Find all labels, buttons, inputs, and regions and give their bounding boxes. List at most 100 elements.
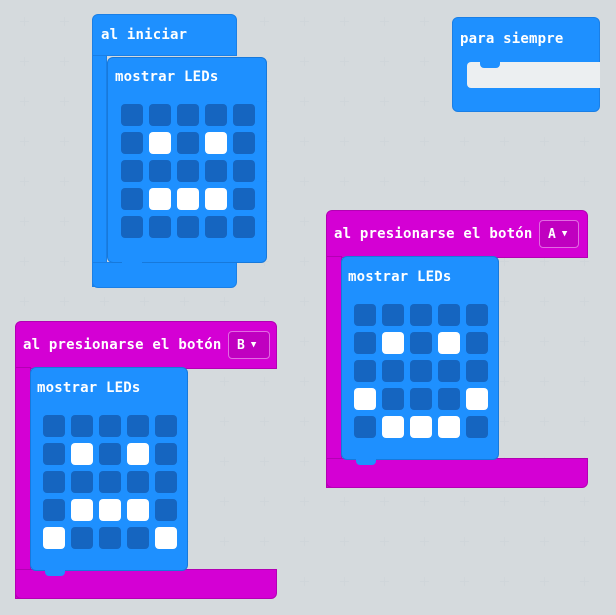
grid-cross [180,297,189,306]
led-cell[interactable] [410,332,432,354]
grid-cross [260,497,269,506]
on-start-hat[interactable] [92,14,237,56]
grid-cross [500,177,509,186]
led-cell[interactable] [43,415,65,437]
led-cell[interactable] [155,415,177,437]
led-cell[interactable] [354,304,376,326]
led-cell[interactable] [410,304,432,326]
show-leds-label: mostrar LEDs [348,269,452,285]
led-cell[interactable] [121,188,143,210]
led-cell[interactable] [466,416,488,438]
led-cell[interactable] [354,360,376,382]
led-cell[interactable] [149,216,171,238]
led-cell[interactable] [121,160,143,182]
led-cell[interactable] [177,216,199,238]
led-cell[interactable] [71,443,93,465]
led-cell[interactable] [127,415,149,437]
led-cell[interactable] [177,104,199,126]
led-cell[interactable] [127,471,149,493]
led-cell[interactable] [43,527,65,549]
led-cell[interactable] [354,416,376,438]
led-cell[interactable] [99,527,121,549]
led-cell[interactable] [71,471,93,493]
led-cell[interactable] [149,160,171,182]
led-cell[interactable] [43,471,65,493]
grid-cross [340,17,349,26]
led-cell[interactable] [121,132,143,154]
led-cell[interactable] [205,132,227,154]
led-cell[interactable] [410,388,432,410]
led-cell[interactable] [205,160,227,182]
led-cell[interactable] [155,471,177,493]
led-cell[interactable] [155,499,177,521]
led-cell[interactable] [438,304,460,326]
led-cell[interactable] [177,160,199,182]
led-cell[interactable] [99,499,121,521]
led-cell[interactable] [382,360,404,382]
led-cell[interactable] [382,304,404,326]
led-cell[interactable] [233,160,255,182]
led-cell[interactable] [382,332,404,354]
led-cell[interactable] [99,415,121,437]
grid-cross [20,217,29,226]
grid-cross [300,257,309,266]
led-cell[interactable] [177,132,199,154]
led-cell[interactable] [177,188,199,210]
led-grid-b[interactable] [43,415,177,549]
led-cell[interactable] [233,216,255,238]
grid-cross [340,177,349,186]
grid-cross [420,57,429,66]
led-cell[interactable] [466,332,488,354]
led-cell[interactable] [382,388,404,410]
led-cell[interactable] [149,104,171,126]
led-cell[interactable] [410,360,432,382]
led-cell[interactable] [438,416,460,438]
led-cell[interactable] [127,499,149,521]
led-cell[interactable] [149,188,171,210]
grid-cross [20,57,29,66]
led-cell[interactable] [155,443,177,465]
grid-cross [60,17,69,26]
led-cell[interactable] [438,332,460,354]
grid-cross [500,137,509,146]
led-cell[interactable] [354,388,376,410]
led-cell[interactable] [121,104,143,126]
led-cell[interactable] [149,132,171,154]
led-cell[interactable] [466,360,488,382]
led-cell[interactable] [121,216,143,238]
led-cell[interactable] [466,388,488,410]
led-cell[interactable] [43,499,65,521]
grid-cross [300,337,309,346]
grid-cross [300,137,309,146]
grid-cross [220,457,229,466]
led-cell[interactable] [205,188,227,210]
led-cell[interactable] [71,499,93,521]
button-a-dropdown[interactable]: A ▼ [539,220,579,248]
led-cell[interactable] [233,104,255,126]
led-cell[interactable] [233,188,255,210]
led-cell[interactable] [438,360,460,382]
grid-cross [340,577,349,586]
led-cell[interactable] [233,132,255,154]
led-cell[interactable] [205,216,227,238]
grid-cross [260,17,269,26]
led-cell[interactable] [466,304,488,326]
led-cell[interactable] [354,332,376,354]
led-cell[interactable] [438,388,460,410]
led-grid-start[interactable] [121,104,255,238]
block-notch [45,570,65,576]
led-cell[interactable] [99,443,121,465]
led-cell[interactable] [43,443,65,465]
led-cell[interactable] [205,104,227,126]
led-grid-a[interactable] [354,304,488,438]
led-cell[interactable] [99,471,121,493]
block-notch [122,262,142,268]
led-cell[interactable] [155,527,177,549]
led-cell[interactable] [71,415,93,437]
led-cell[interactable] [410,416,432,438]
button-b-dropdown[interactable]: B ▼ [228,331,270,359]
led-cell[interactable] [127,527,149,549]
led-cell[interactable] [382,416,404,438]
led-cell[interactable] [71,527,93,549]
led-cell[interactable] [127,443,149,465]
